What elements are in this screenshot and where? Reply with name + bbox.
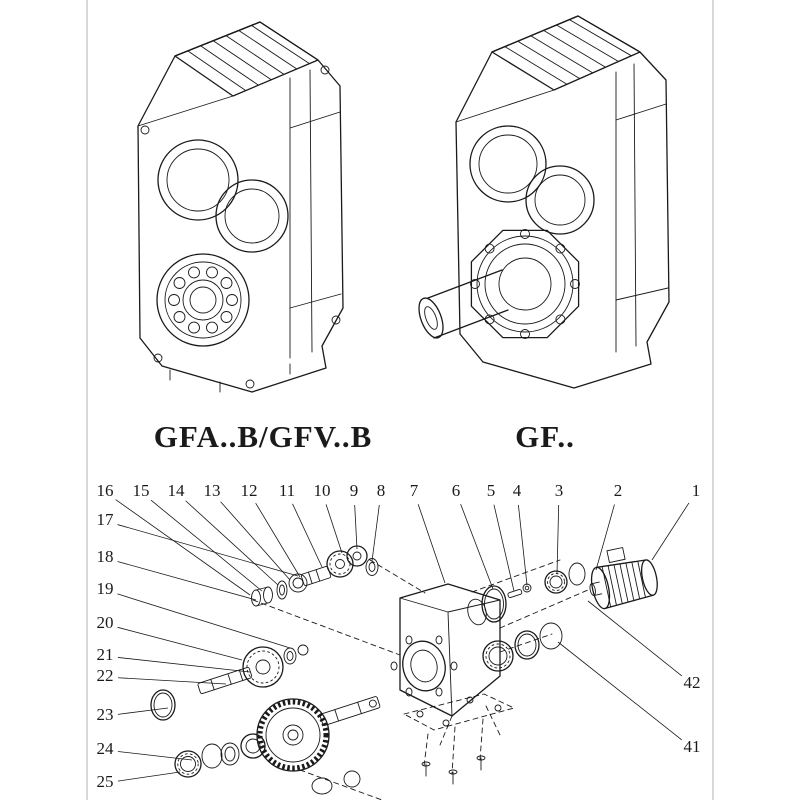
leader-line-42 [587,600,683,677]
leader-line-16 [115,499,251,596]
part-number-17: 17 [97,510,115,529]
leader-line-6 [460,504,494,590]
leader-line-1 [651,502,690,561]
cover-plate [403,693,515,731]
part-number-4: 4 [513,481,522,500]
leader-line-41 [557,641,683,741]
part-number-3: 3 [555,481,564,500]
leader-line-3 [556,504,560,575]
leader-line-5 [493,504,515,592]
leader-line-23 [117,707,169,715]
part-number-25: 25 [97,772,114,791]
product-label-gf: GF.. [515,419,575,454]
part-number-6: 6 [452,481,461,500]
part-number-20: 20 [97,613,114,632]
part-number-24: 24 [97,739,115,758]
part-number-18: 18 [97,547,114,566]
part-number-11: 11 [279,481,295,500]
leader-line-13 [220,501,291,581]
part-number-42: 42 [684,673,701,692]
bearing-rollers [168,266,238,334]
part-number-9: 9 [350,481,359,500]
part-number-21: 21 [97,645,114,664]
output-shaft [427,269,509,339]
intermediate-shaft [197,667,253,695]
gear-housing [390,583,501,717]
leader-line-9 [354,504,358,550]
leader-line-25 [117,771,181,782]
leader-line-21 [117,657,251,673]
drawing-gf [418,15,670,389]
part-number-15: 15 [133,481,150,500]
part-number-7: 7 [410,481,419,500]
part-number-5: 5 [487,481,496,500]
part-number-19: 19 [97,579,114,598]
leader-line-12 [255,502,301,578]
part-number-16: 16 [97,481,114,500]
part-callouts: 1234567891011121314151617181920212223242… [97,481,701,791]
leader-line-15 [150,499,263,592]
leader-line-4 [517,504,528,586]
input-pinion-shaft [300,566,332,586]
part-number-22: 22 [97,666,114,685]
part-number-23: 23 [97,705,114,724]
part-number-14: 14 [168,481,186,500]
part-number-8: 8 [377,481,386,500]
leader-line-11 [292,503,323,568]
part-number-10: 10 [314,481,331,500]
product-label-gfab-gfvb: GFA..B/GFV..B [154,419,373,454]
part-number-2: 2 [614,481,623,500]
part-number-12: 12 [241,481,258,500]
exploded-assembly [150,545,658,800]
part-number-1: 1 [692,481,701,500]
drawing-gfab-gfvb [137,21,344,393]
output-shaft-part [319,696,381,726]
leader-line-22 [117,677,227,685]
leader-line-18 [117,561,257,601]
leader-line-10 [325,504,343,554]
leader-line-24 [117,751,193,761]
leader-line-14 [185,500,279,586]
flange-bolt-holes [470,229,580,339]
part-number-41: 41 [684,737,701,756]
leader-line-17 [117,524,299,577]
part-number-13: 13 [204,481,221,500]
leader-line-2 [595,504,615,571]
leader-line-8 [371,504,380,562]
motor [589,547,658,610]
leader-line-7 [417,504,446,584]
leader-line-19 [117,593,291,649]
leader-line-20 [117,626,243,661]
